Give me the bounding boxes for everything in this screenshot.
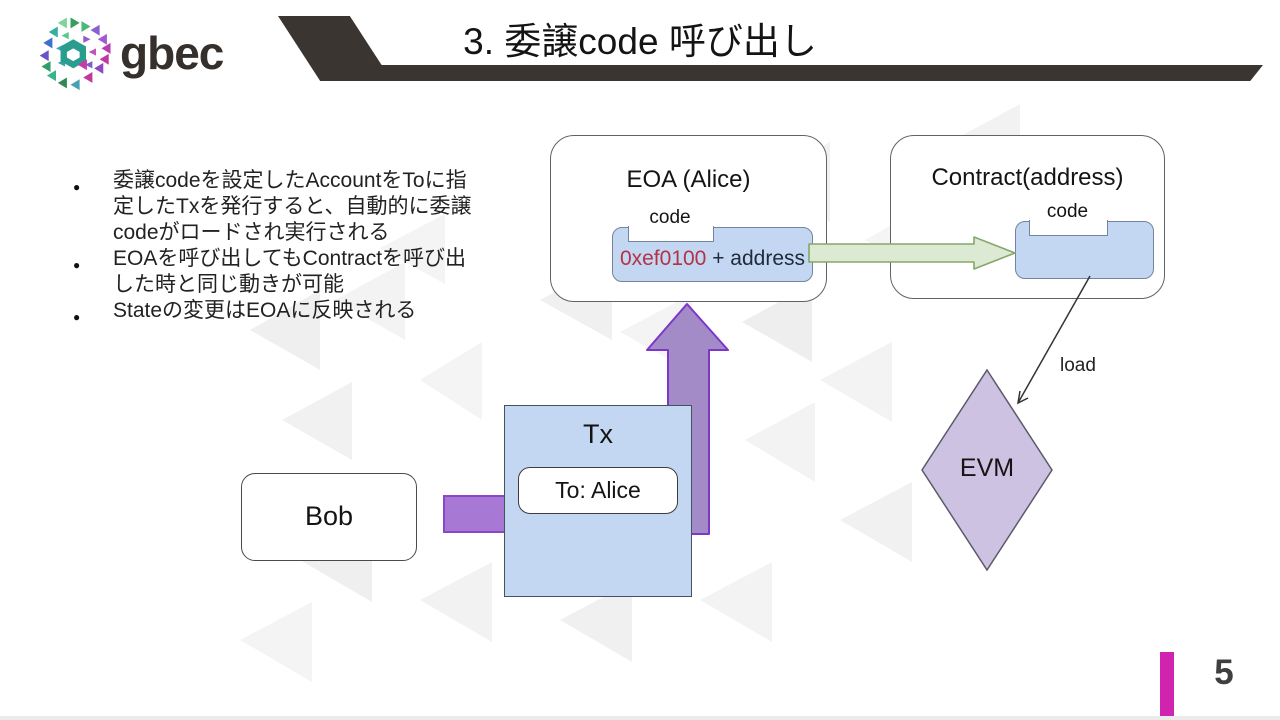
contract-code-box: code bbox=[1015, 201, 1154, 279]
bullet-item: Stateの変更はEOAに反映される bbox=[65, 298, 485, 330]
contract-address-box: Contract(address) code bbox=[890, 135, 1165, 299]
code-prefix: 0xef0100 bbox=[619, 247, 707, 270]
eoa-to-contract-arrow bbox=[808, 236, 1016, 270]
page-accent-bar bbox=[1160, 652, 1174, 720]
slide-title: 3. 委譲code 呼び出し bbox=[463, 21, 817, 62]
eoa-alice-box: EOA (Alice) code 0xef0100 + address bbox=[550, 135, 827, 302]
tx-to-value: To: Alice bbox=[555, 477, 641, 503]
contract-code-label: code bbox=[1046, 201, 1089, 222]
gbec-logo-icon bbox=[39, 17, 111, 91]
bob-box: Bob bbox=[241, 473, 417, 561]
bullet-item: 委譲codeを設定したAccountをToに指定したTxを発行すると、自動的に委… bbox=[65, 168, 485, 246]
contract-title: Contract(address) bbox=[931, 164, 1124, 191]
code-tab-notch bbox=[628, 226, 714, 242]
eoa-code-label: code bbox=[649, 207, 691, 228]
eoa-title: EOA (Alice) bbox=[626, 166, 751, 193]
bullet-item: EOAを呼び出してもContractを呼び出した時と同じ動きが可能 bbox=[65, 246, 485, 298]
evm-label: EVM bbox=[959, 454, 1015, 482]
eoa-code-value: 0xef0100 + address bbox=[613, 247, 812, 271]
page-number: 5 bbox=[1214, 653, 1234, 692]
load-label: load bbox=[1060, 355, 1096, 376]
bob-label: Bob bbox=[304, 501, 354, 531]
contract-to-evm-arrow bbox=[1017, 275, 1091, 405]
eoa-code-box: code 0xef0100 + address bbox=[612, 207, 813, 282]
tx-box: Tx To: Alice bbox=[504, 405, 692, 597]
bottom-edge-line bbox=[0, 716, 1280, 720]
evm-diamond bbox=[921, 368, 1053, 572]
title-banner-bar bbox=[352, 65, 1263, 81]
brand-wordmark: gbec bbox=[120, 27, 224, 79]
code-suffix: + address bbox=[706, 247, 806, 270]
bob-to-tx-connector bbox=[443, 495, 507, 533]
tx-title: Tx bbox=[583, 419, 613, 449]
bullet-list: 委譲codeを設定したAccountをToに指定したTxを発行すると、自動的に委… bbox=[65, 168, 485, 330]
code-tab-notch bbox=[1029, 220, 1108, 236]
tx-to-field: To: Alice bbox=[518, 467, 678, 514]
